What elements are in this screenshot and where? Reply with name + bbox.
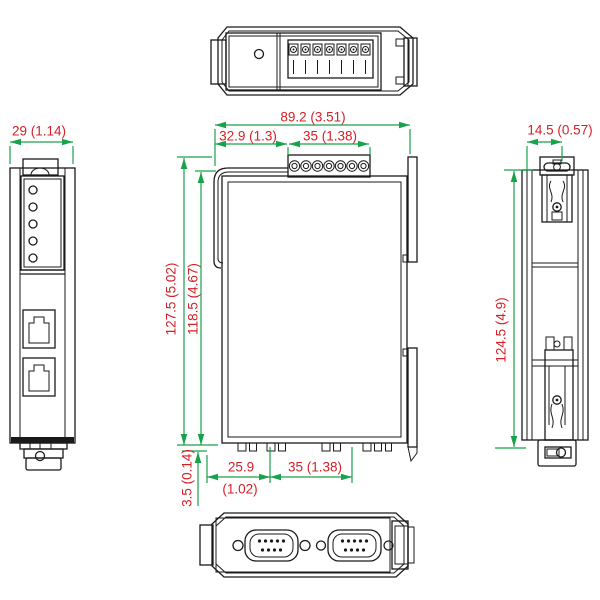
dim-label-foot-height: 3.5 (0.14) <box>180 449 195 507</box>
dim-label-bottom-offset-inches: (1.02) <box>222 482 257 497</box>
front-view <box>213 154 418 463</box>
top-view <box>210 26 418 96</box>
dim-label-terminal-width: 35 (1.38) <box>303 129 357 144</box>
dimension-labels: 29 (1.14) 89.2 (3.51) 32.9 (1.3) 35 (1.3… <box>12 110 593 507</box>
dim-label-height-body: 118.5 (4.67) <box>186 263 201 335</box>
dim-label-left-width: 29 (1.14) <box>12 124 66 139</box>
dim-label-height-overall: 127.5 (5.02) <box>164 263 179 336</box>
top-right-hook-lower <box>395 76 405 85</box>
thumbscrew <box>34 450 46 462</box>
din-rail-edge <box>402 156 418 463</box>
bottom-left-end-cap <box>199 524 214 566</box>
din-clip-top-tab <box>22 158 59 176</box>
db9-connector-2 <box>315 529 394 562</box>
din-clip-section <box>391 520 409 570</box>
din-clip-upper-mechanism <box>541 174 573 223</box>
top-right-end-cap <box>403 37 418 87</box>
terminal-block-top <box>287 39 374 79</box>
dim-label-top-width: 89.2 (3.51) <box>280 110 345 125</box>
right-side-view <box>521 156 589 467</box>
led-indicator <box>28 219 38 229</box>
din-clip-slot <box>543 162 571 172</box>
din-clip-lower-mechanism <box>532 336 578 441</box>
top-right-hook-upper <box>395 38 405 47</box>
led-panel <box>20 175 65 271</box>
dim-label-right-width: 14.5 (0.57) <box>527 123 592 138</box>
bottom-view <box>199 512 415 578</box>
led-indicator <box>28 185 38 195</box>
db9-connector-1 <box>232 529 311 562</box>
db9-side-profile <box>19 442 68 471</box>
dimension-lines <box>9 121 563 506</box>
din-clip-bottom-tab <box>537 439 577 467</box>
dim-label-top-offset-left: 32.9 (1.3) <box>219 129 277 144</box>
terminal-screws <box>288 43 371 74</box>
jack-screw <box>315 540 327 551</box>
dim-label-bottom-offset-value: 25.9 <box>228 460 254 475</box>
power-jack-hole <box>253 48 265 60</box>
wall-mount-bracket-lip <box>213 167 288 269</box>
jack-screw <box>383 540 394 551</box>
left-side-view <box>9 158 76 471</box>
led-indicator <box>28 202 38 212</box>
rj45-port-2 <box>22 357 56 397</box>
bottom-connector-tabs <box>237 442 392 452</box>
front-body <box>221 175 408 444</box>
dim-label-right-height: 124.5 (4.9) <box>494 297 509 362</box>
dim-label-connector-spacing: 35 (1.38) <box>288 460 342 475</box>
terminal-block-front <box>287 154 371 178</box>
jack-screw <box>299 539 311 552</box>
rj45-port-1 <box>22 309 56 349</box>
bottom-rim <box>11 437 74 443</box>
led-indicator <box>28 236 38 246</box>
jack-screw <box>232 539 244 552</box>
led-indicator <box>28 253 38 263</box>
